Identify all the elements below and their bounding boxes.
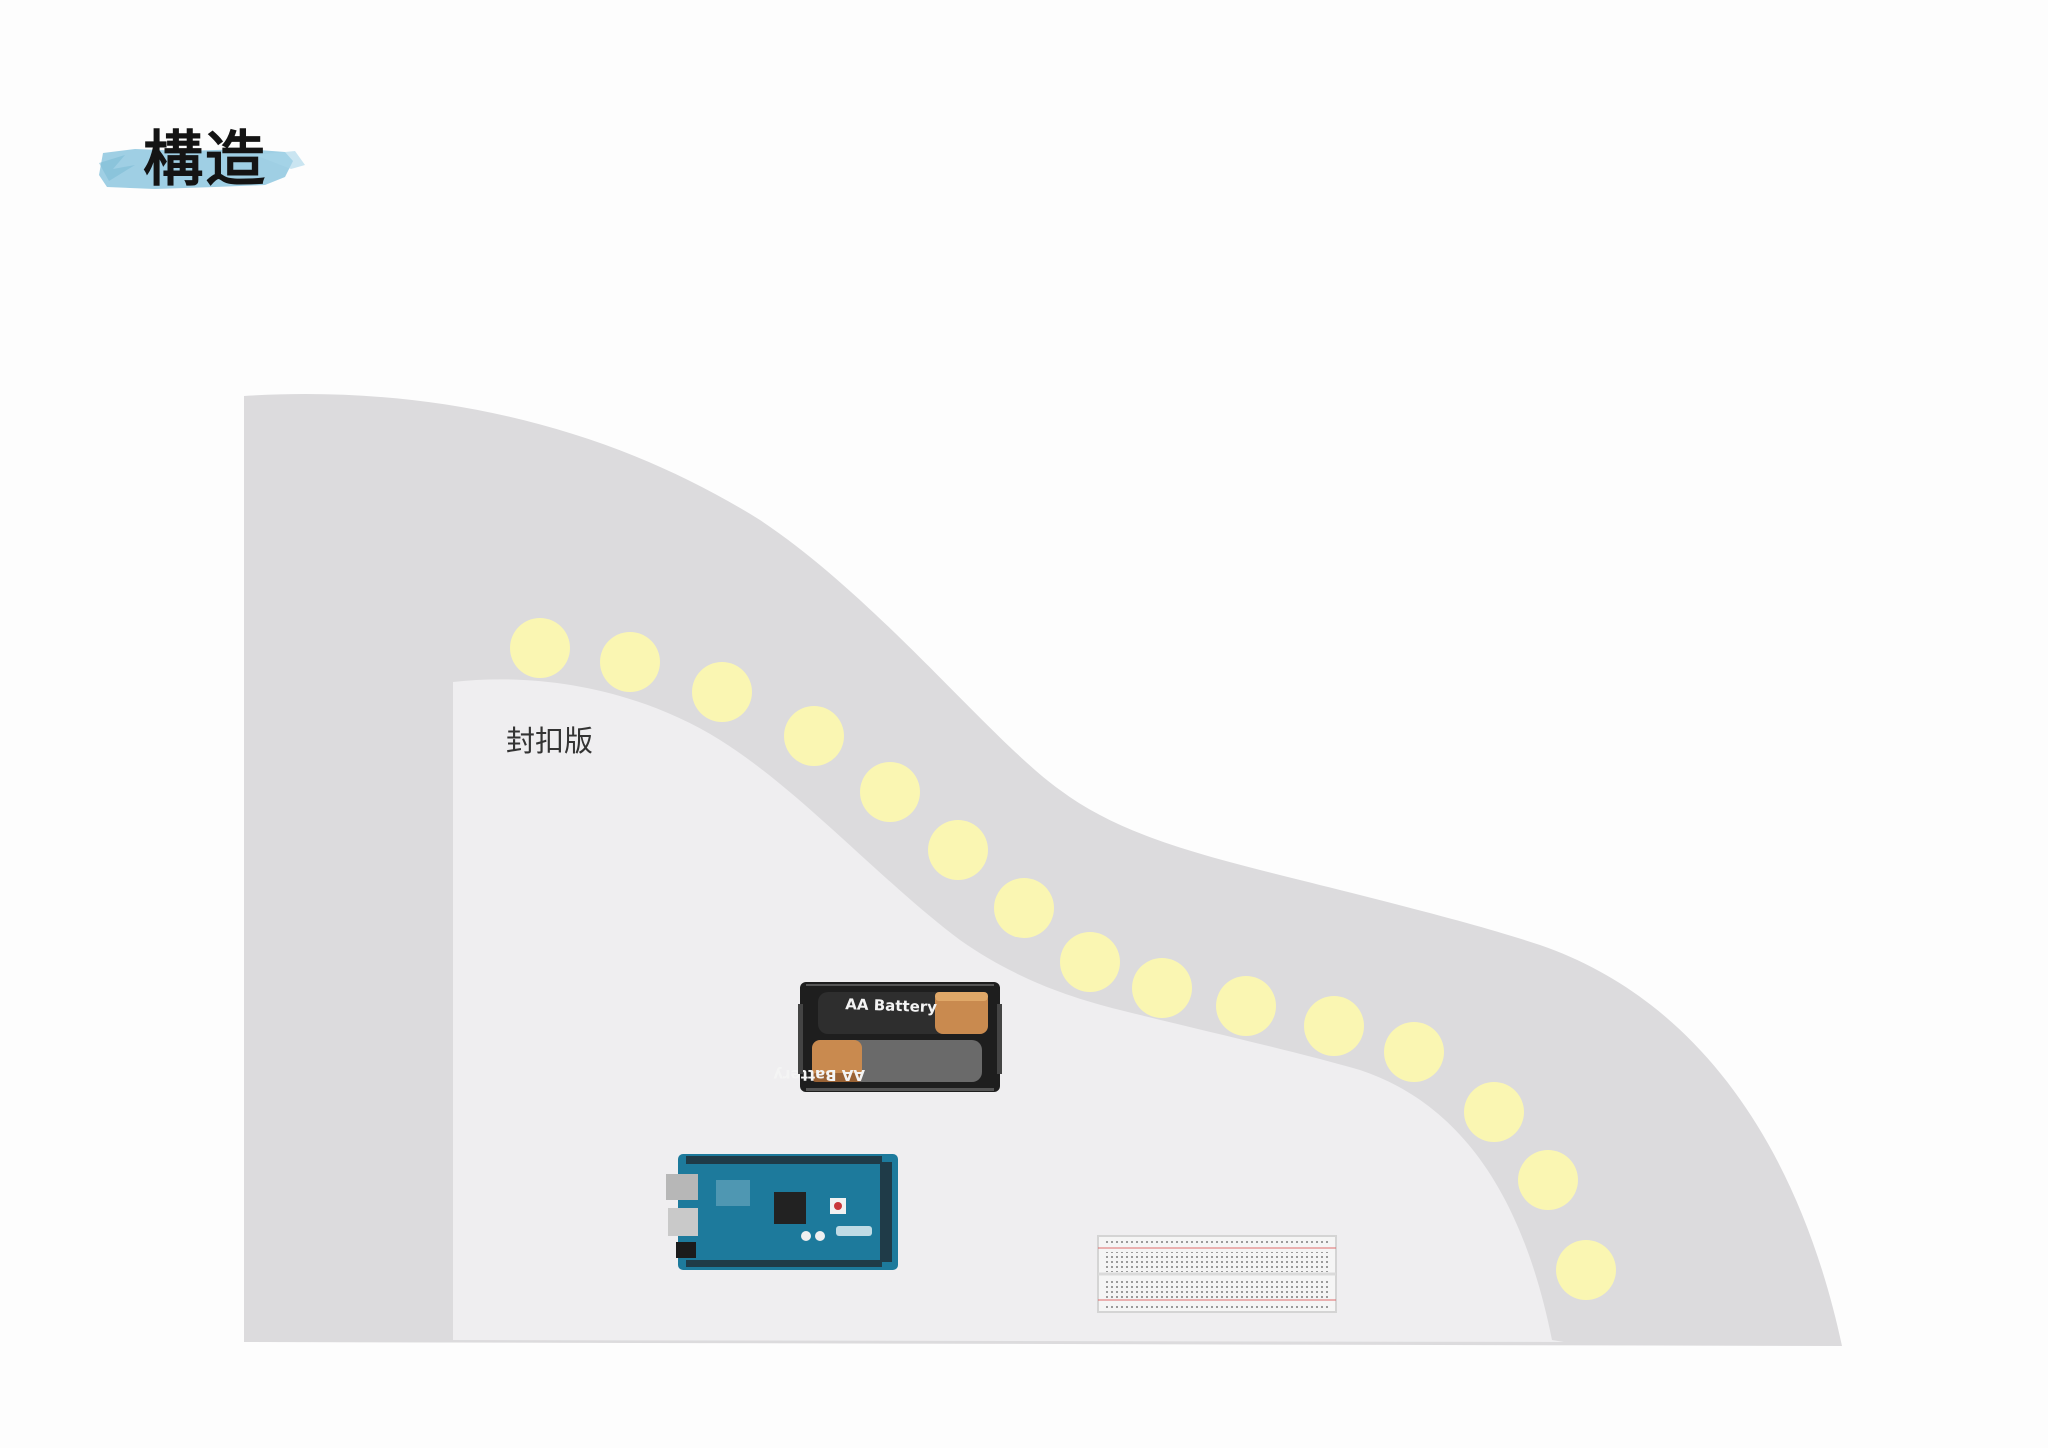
led [692, 662, 752, 722]
led [600, 632, 660, 692]
led [860, 762, 920, 822]
inner-plate-label: 封扣版 [506, 724, 594, 758]
title-block: 構造 [95, 105, 315, 205]
led [1464, 1082, 1524, 1142]
led [510, 618, 570, 678]
led [1060, 932, 1120, 992]
led [994, 878, 1054, 938]
arduino-board [666, 1154, 898, 1270]
battery-bottom-label: AA Battery [773, 1066, 865, 1084]
led [1518, 1150, 1578, 1210]
breadboard [1097, 1235, 1337, 1313]
led [1556, 1240, 1616, 1300]
led-strip [510, 618, 1616, 1300]
led [1132, 958, 1192, 1018]
led [1216, 976, 1276, 1036]
page-title: 構造 [143, 125, 267, 195]
battery-top-label: AA Battery [845, 995, 937, 1016]
led [1384, 1022, 1444, 1082]
led [784, 706, 844, 766]
battery-holder: AA Battery AA Battery [773, 982, 1002, 1092]
led [1304, 996, 1364, 1056]
led [928, 820, 988, 880]
title-brush-stroke [99, 149, 305, 189]
